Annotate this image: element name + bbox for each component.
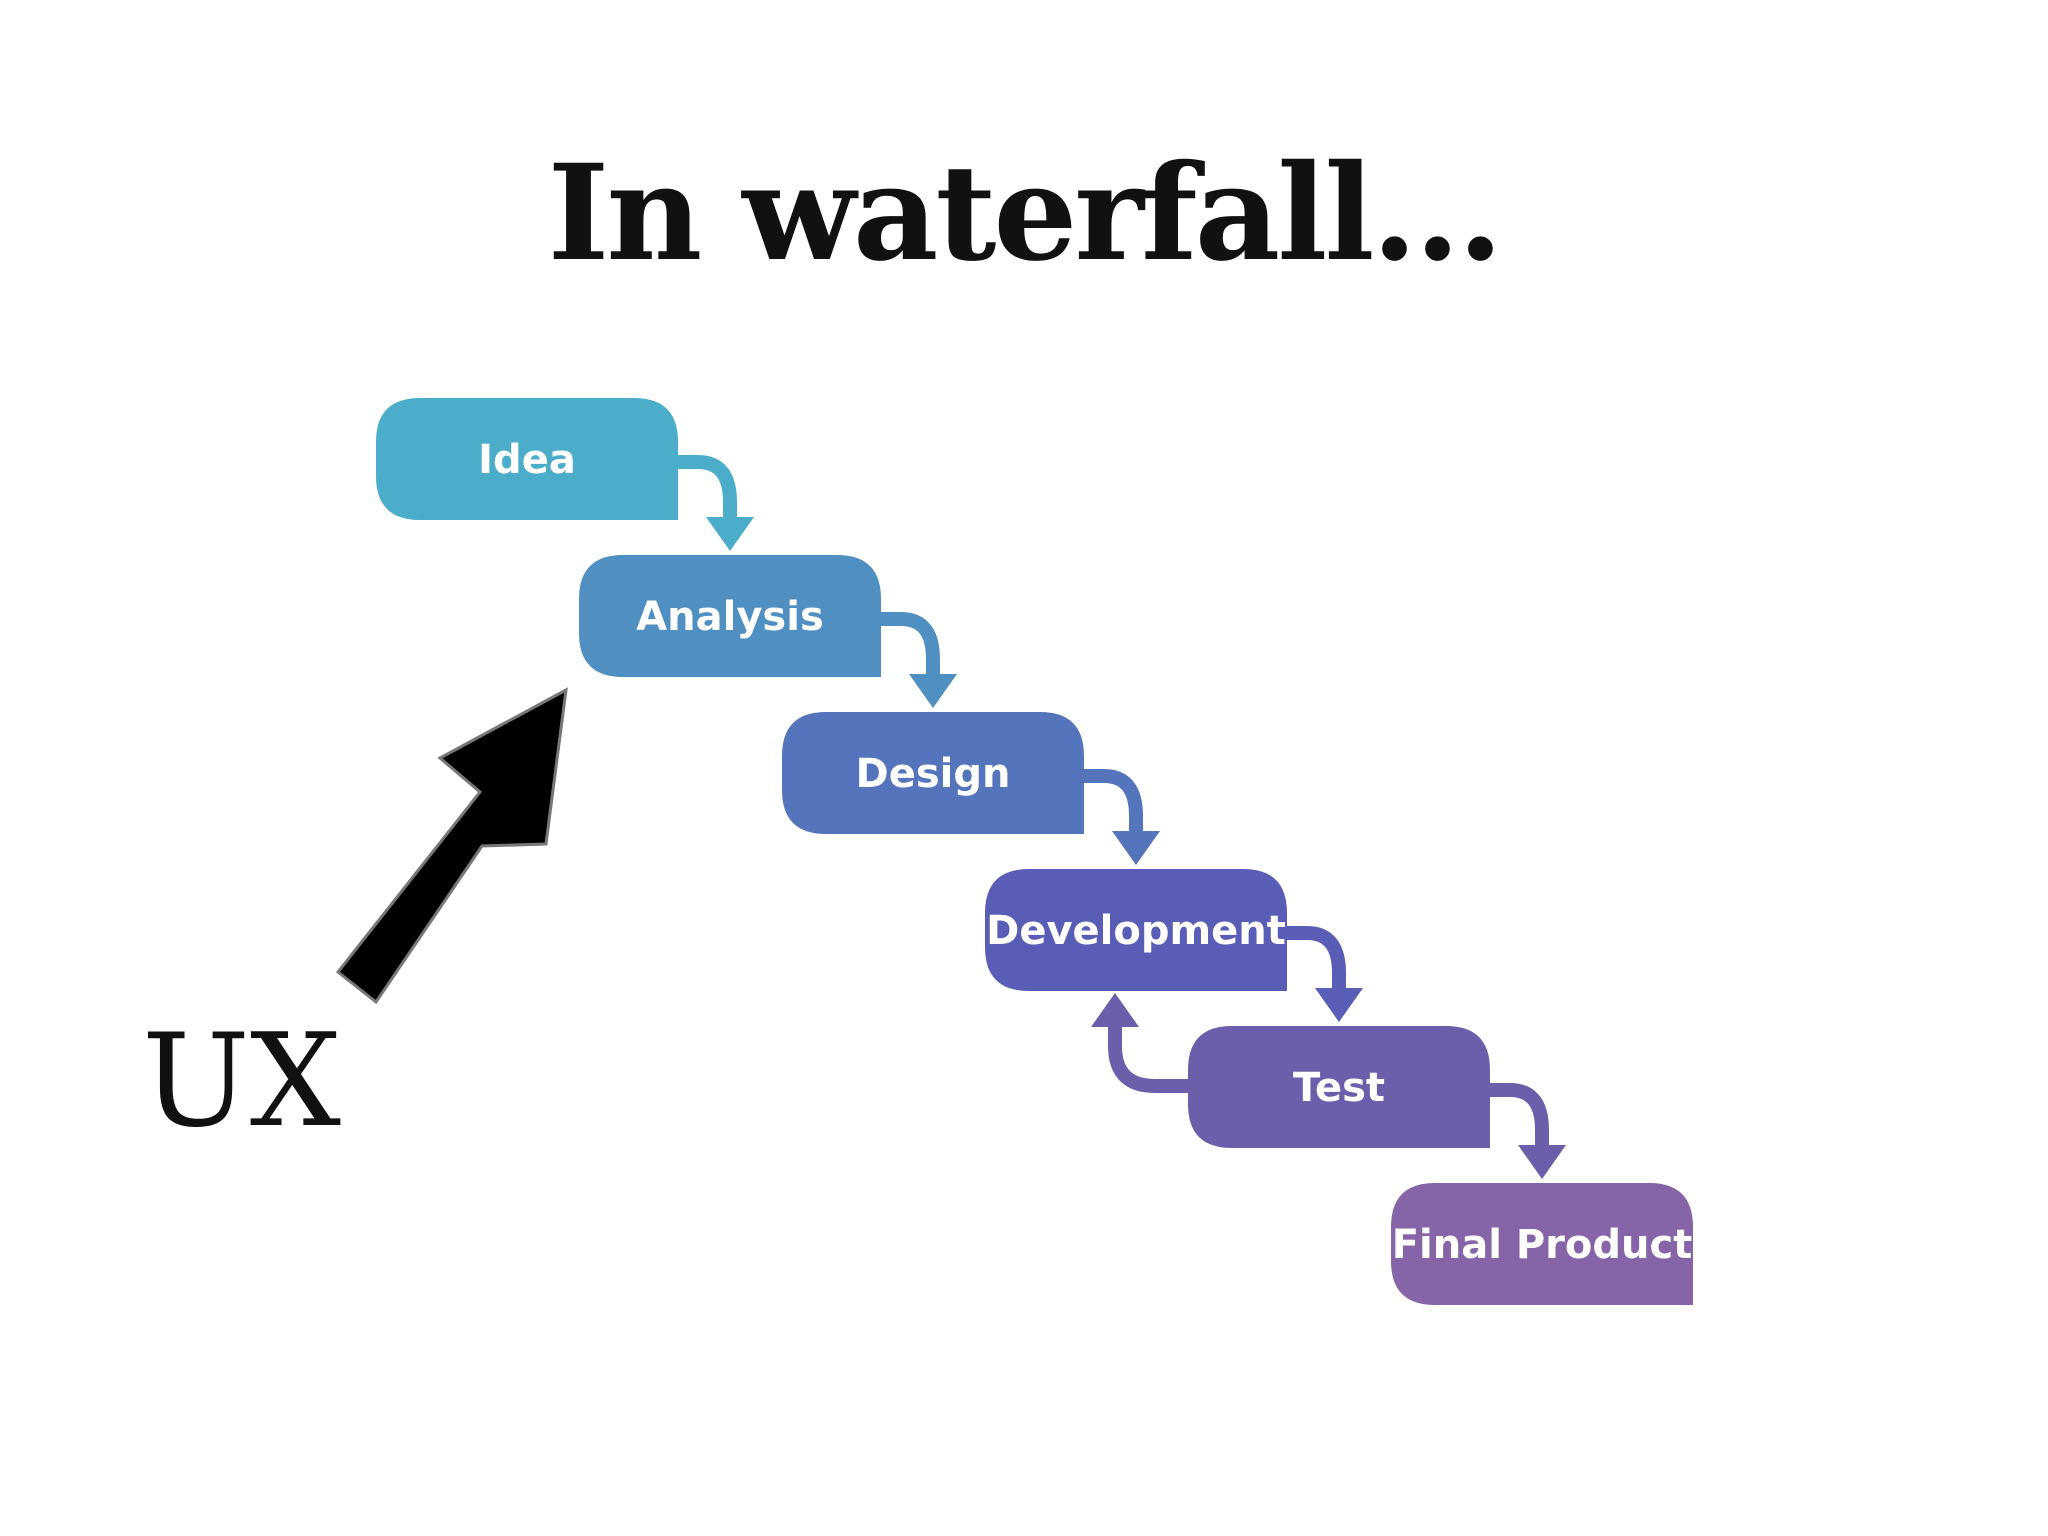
stage-box-test xyxy=(1188,1026,1490,1148)
connector-development xyxy=(1283,926,1346,994)
connector-analysis xyxy=(877,612,940,680)
stage-label-final-product: Final Product xyxy=(1392,1222,1693,1268)
ux-pointer-arrow xyxy=(335,687,568,1005)
stage-box-final-product xyxy=(1391,1183,1693,1305)
stage-box-idea xyxy=(376,398,678,520)
ux-pointer-arrow-icon xyxy=(335,687,568,1005)
stage-label-design: Design xyxy=(856,751,1011,797)
stage-box-design xyxy=(782,712,1084,834)
connector-test xyxy=(1486,1083,1549,1151)
connector-arrowhead-icon xyxy=(1112,831,1160,865)
connector-arrowhead-icon xyxy=(706,517,754,551)
feedback-arrowhead-icon xyxy=(1091,993,1139,1027)
connector-idea xyxy=(674,455,737,523)
stage-label-analysis: Analysis xyxy=(636,594,824,640)
stage-box-analysis xyxy=(579,555,881,677)
stage-label-development: Development xyxy=(986,908,1286,954)
feedback-connector xyxy=(1108,1021,1194,1093)
stage-label-test: Test xyxy=(1293,1065,1385,1111)
connector-arrowhead-icon xyxy=(1518,1145,1566,1179)
connector-design xyxy=(1080,769,1143,837)
stage-box-development xyxy=(985,869,1287,991)
slide-title: In waterfall... xyxy=(547,136,1504,291)
ux-label: UX xyxy=(142,1007,341,1156)
connectors xyxy=(674,455,1566,1179)
connector-arrowhead-icon xyxy=(1315,988,1363,1022)
connector-arrowhead-icon xyxy=(909,674,957,708)
stage-label-idea: Idea xyxy=(478,437,576,483)
